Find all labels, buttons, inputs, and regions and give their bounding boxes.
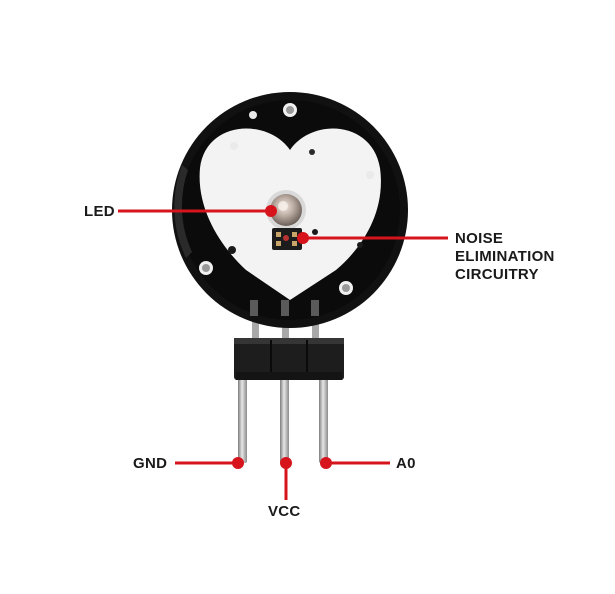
pin-gnd [238, 375, 247, 463]
vcc-label: VCC [268, 503, 301, 520]
noise-chip [272, 228, 302, 250]
circuit-board [172, 92, 408, 328]
callout-led-dot [265, 205, 277, 217]
callout-gnd-dot [232, 457, 244, 469]
a0-label: A0 [396, 455, 416, 472]
callouts [118, 205, 448, 500]
header-pins [238, 312, 328, 463]
gnd-label: GND [133, 455, 168, 472]
noise-label-line-3: CIRCUITRY [455, 266, 539, 283]
callout-noise-dot [297, 232, 309, 244]
pin-vcc [280, 375, 289, 463]
callout-vcc-dot [280, 457, 292, 469]
led-label: LED [84, 203, 115, 220]
pin-header [234, 338, 344, 380]
pin-a0 [319, 375, 328, 463]
led-component [266, 190, 306, 230]
noise-label-line-2: ELIMINATION [455, 248, 555, 265]
noise-elimination-label: NOISE ELIMINATION CIRCUITRY [455, 230, 555, 284]
callout-a0-dot [320, 457, 332, 469]
noise-label-line-1: NOISE [455, 230, 504, 247]
